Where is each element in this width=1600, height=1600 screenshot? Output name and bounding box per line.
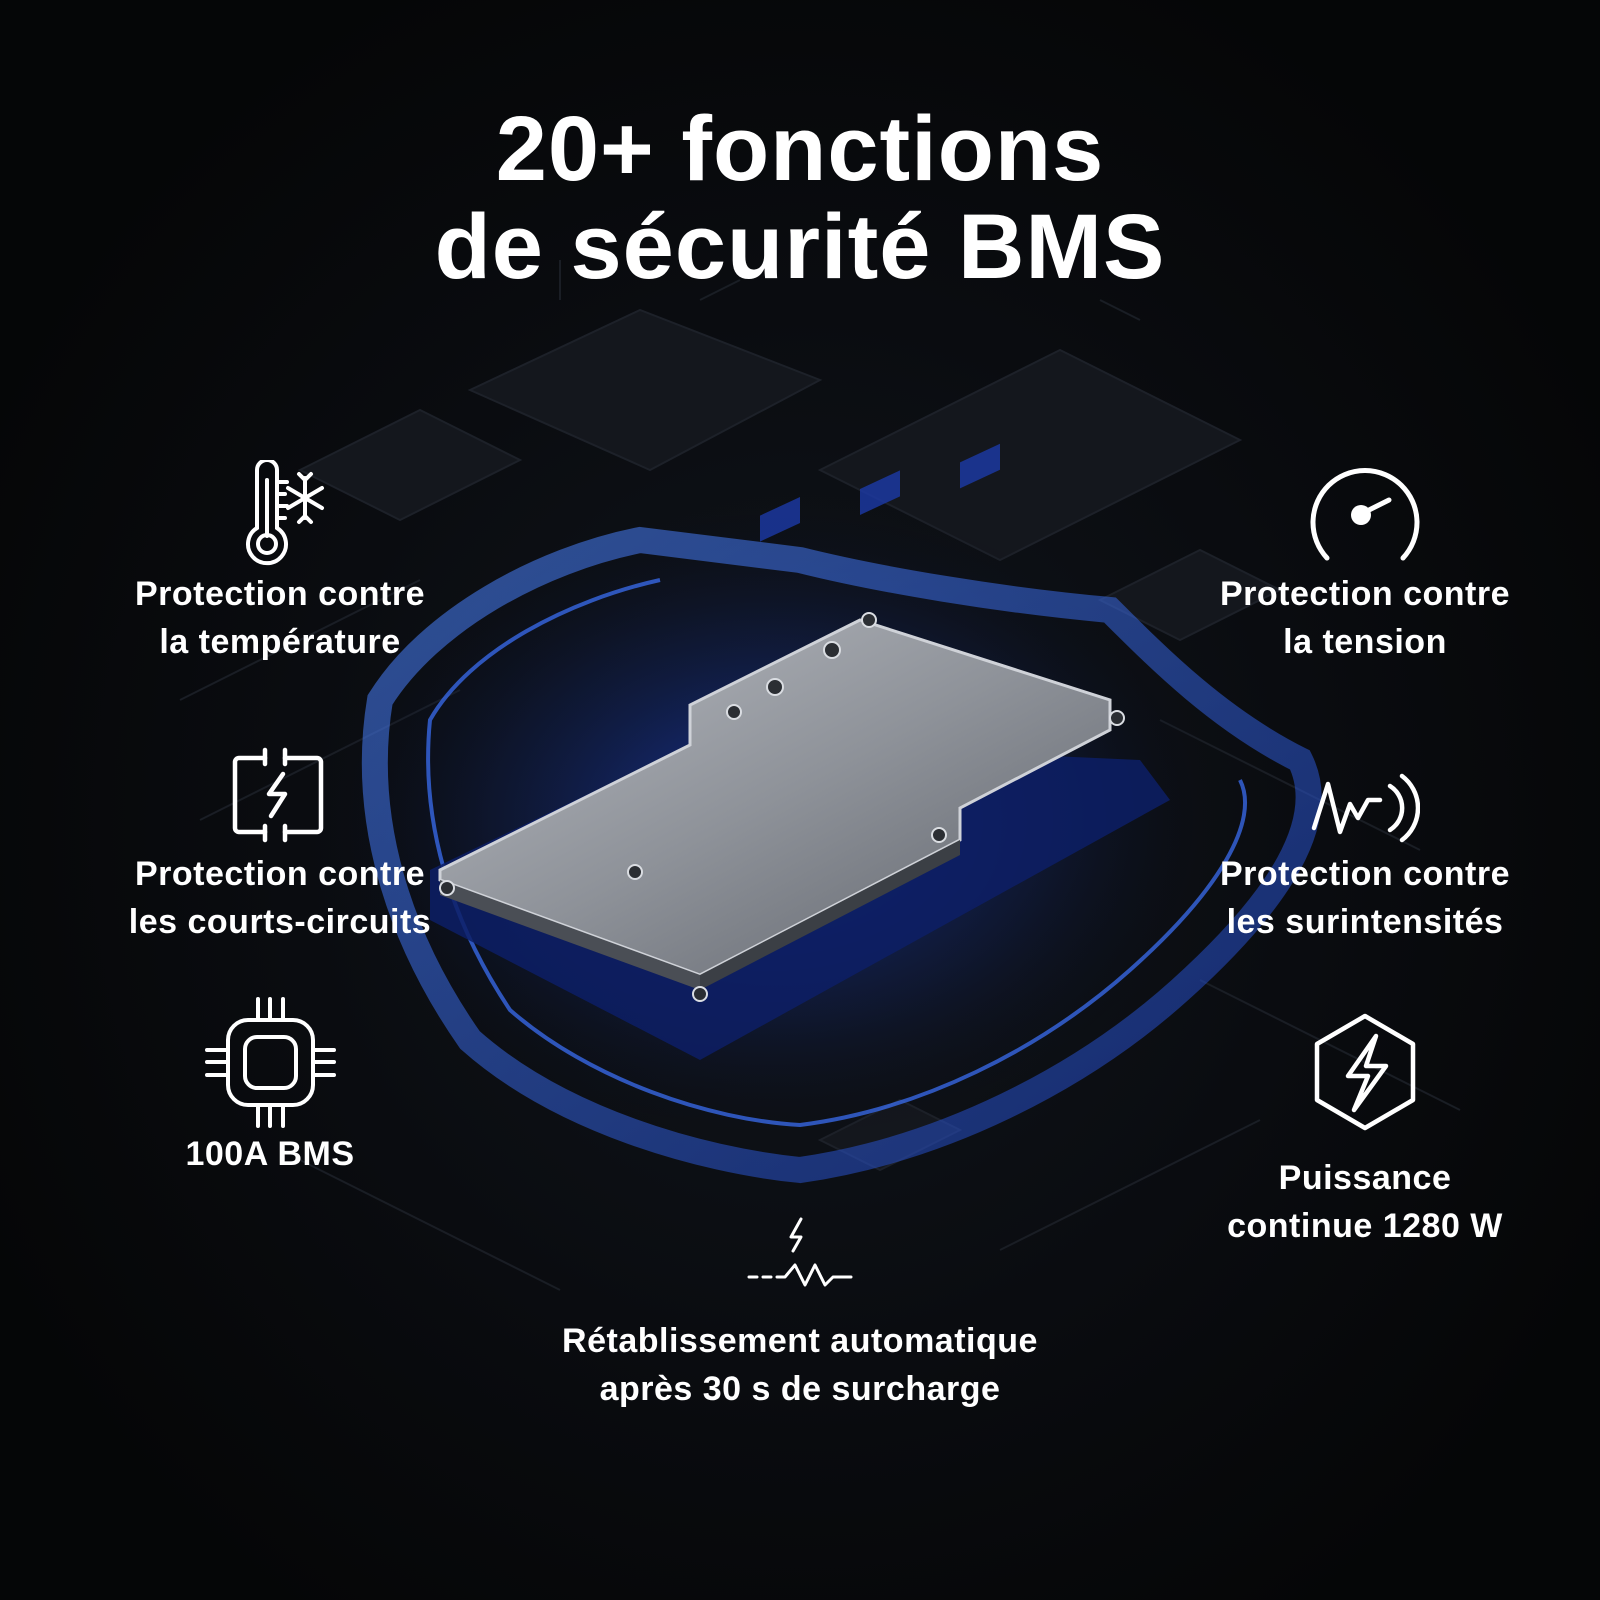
feature-voltage-protection: Protection contre la tension bbox=[1195, 460, 1535, 666]
feature-overcurrent-line-2: les surintensités bbox=[1226, 903, 1504, 941]
pulse-wave-icon bbox=[1311, 773, 1420, 843]
feature-power-line-2: continue 1280 W bbox=[1227, 1207, 1503, 1245]
feature-auto-reset-line-2: après 30 s de surcharge bbox=[599, 1370, 1001, 1408]
feature-voltage-line-1: Protection contre bbox=[1220, 575, 1510, 613]
feature-temperature-line-1: Protection contre bbox=[135, 575, 425, 613]
feature-short-circuit-protection: Protection contre les courts-circuits bbox=[110, 740, 450, 946]
short-circuit-icon bbox=[232, 747, 324, 843]
gauge-icon bbox=[1310, 468, 1420, 561]
feature-voltage-line-2: la tension bbox=[1283, 623, 1447, 661]
feature-temperature-line-2: la température bbox=[159, 623, 401, 661]
feature-auto-reset-label: Rétablissement automatique après 30 s de… bbox=[520, 1317, 1080, 1413]
feature-power-label: Puissance continue 1280 W bbox=[1195, 1154, 1535, 1250]
feature-overcurrent-protection: Protection contre les surintensités bbox=[1195, 770, 1535, 946]
feature-temperature-label: Protection contre la température bbox=[110, 570, 450, 666]
feature-overcurrent-line-1: Protection contre bbox=[1220, 855, 1510, 893]
page-title-line-2: de sécurité BMS bbox=[434, 196, 1166, 298]
feature-short-circuit-label: Protection contre les courts-circuits bbox=[110, 850, 450, 946]
page-title-line-1: 20+ fonctions bbox=[495, 98, 1105, 200]
page-title: 20+ fonctions de sécurité BMS bbox=[0, 100, 1600, 296]
feature-temperature-protection: Protection contre la température bbox=[110, 460, 450, 666]
thermometer-snowflake-icon bbox=[246, 460, 324, 566]
feature-auto-reset: Rétablissement automatique après 30 s de… bbox=[520, 1215, 1080, 1413]
feature-power-line-1: Puissance bbox=[1278, 1159, 1452, 1197]
hexagon-bolt-icon bbox=[1314, 1013, 1416, 1131]
chip-icon bbox=[204, 997, 336, 1128]
feature-100a-bms: 100A BMS bbox=[110, 995, 430, 1178]
feature-voltage-label: Protection contre la tension bbox=[1195, 570, 1535, 666]
feature-short-circuit-line-1: Protection contre bbox=[135, 855, 425, 893]
feature-auto-reset-line-1: Rétablissement automatique bbox=[562, 1322, 1038, 1360]
surge-reset-icon bbox=[747, 1217, 853, 1287]
feature-bms-line-1: 100A BMS bbox=[185, 1135, 355, 1173]
feature-continuous-power: Puissance continue 1280 W bbox=[1195, 1012, 1535, 1250]
feature-short-circuit-line-2: les courts-circuits bbox=[128, 903, 432, 941]
feature-overcurrent-label: Protection contre les surintensités bbox=[1195, 850, 1535, 946]
feature-bms-label: 100A BMS bbox=[110, 1130, 430, 1178]
